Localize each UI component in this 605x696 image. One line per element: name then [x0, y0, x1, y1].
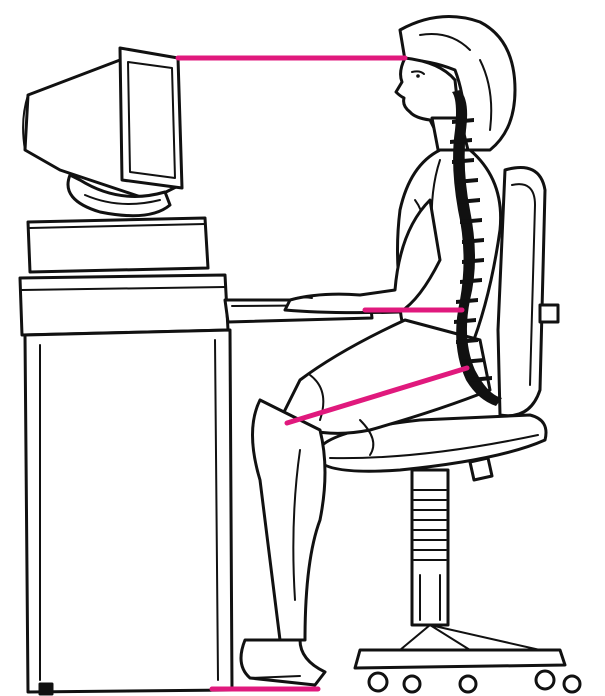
monitor-icon — [23, 48, 182, 216]
seated-woman-icon — [241, 17, 515, 685]
